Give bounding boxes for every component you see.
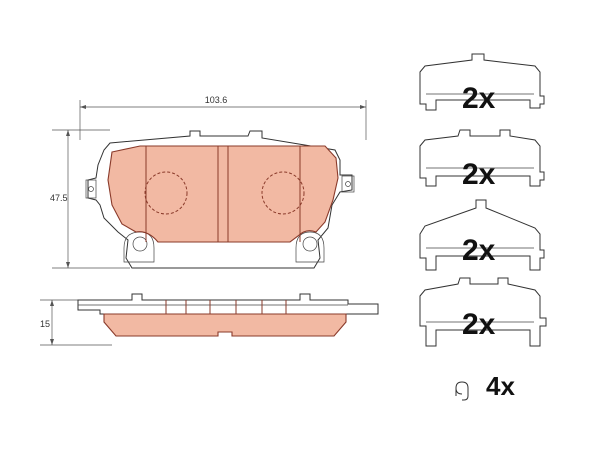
friction-material-side [103, 313, 347, 337]
thickness-dimension: 15 [40, 299, 112, 346]
pad-side-view [77, 293, 379, 337]
clip-2-quantity: 2x [462, 158, 496, 191]
clip-3-quantity: 2x [462, 234, 496, 267]
spring-clip: 4x [455, 371, 515, 401]
clip-2: 2x [419, 129, 545, 191]
height-dimension: 47.5 [50, 129, 130, 269]
clip-4-quantity: 2x [462, 308, 496, 341]
spring-clip-quantity: 4x [486, 371, 515, 401]
clip-3: 2x [419, 199, 545, 271]
clip-1-quantity: 2x [462, 82, 496, 115]
width-label: 103.6 [205, 95, 228, 105]
pad-front-view [85, 130, 355, 269]
thickness-label: 15 [40, 319, 50, 329]
clip-4: 2x [419, 277, 547, 347]
friction-material-front [107, 145, 339, 243]
clip-1: 2x [419, 53, 545, 115]
width-dimension: 103.6 [79, 95, 367, 140]
height-label: 47.5 [50, 193, 68, 203]
spring-clip-icon [455, 381, 469, 401]
